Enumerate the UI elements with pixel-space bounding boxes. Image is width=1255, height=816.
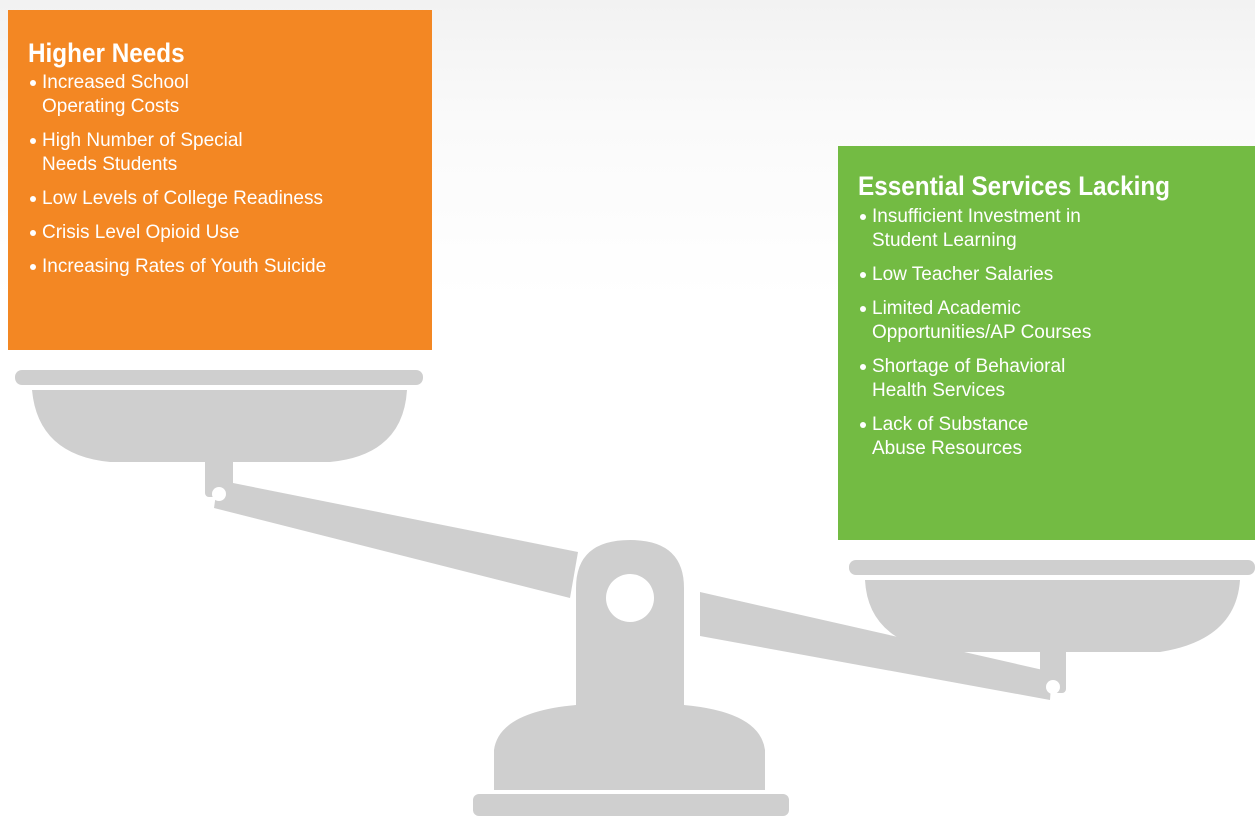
list-item: Lack of Substance Abuse Resources <box>858 413 1255 461</box>
essential-services-title: Essential Services Lacking <box>858 171 1171 201</box>
center-pivot-hole <box>606 574 654 622</box>
list-item: Limited Academic Opportunities/AP Course… <box>858 297 1255 345</box>
scale-beam <box>214 480 578 598</box>
left-pan-bowl <box>32 390 407 462</box>
higher-needs-box: Higher Needs Increased School Operating … <box>8 10 432 350</box>
list-item: High Number of Special Needs Students <box>28 129 432 177</box>
list-item: Low Levels of College Readiness <box>28 187 432 211</box>
list-item: Increasing Rates of Youth Suicide <box>28 255 432 279</box>
scale-beam-right <box>700 592 1052 700</box>
essential-services-box: Essential Services Lacking Insufficient … <box>838 146 1255 540</box>
higher-needs-list: Increased School Operating Costs High Nu… <box>28 71 432 279</box>
list-item: Increased School Operating Costs <box>28 71 432 119</box>
right-pan-rim <box>849 560 1255 575</box>
scale-base <box>473 794 789 816</box>
left-pivot-hole <box>212 487 226 501</box>
right-pan-hanger <box>1040 645 1066 693</box>
scale-post <box>494 540 765 790</box>
essential-services-list: Insufficient Investment in Student Learn… <box>858 205 1255 461</box>
list-item: Shortage of Behavioral Health Services <box>858 355 1255 403</box>
left-pan-rim <box>15 370 423 385</box>
list-item: Crisis Level Opioid Use <box>28 221 432 245</box>
right-pivot-hole <box>1046 680 1060 694</box>
right-pan-bowl <box>865 580 1240 652</box>
list-item: Low Teacher Salaries <box>858 263 1255 287</box>
higher-needs-title: Higher Needs <box>28 38 185 68</box>
list-item: Insufficient Investment in Student Learn… <box>858 205 1255 253</box>
